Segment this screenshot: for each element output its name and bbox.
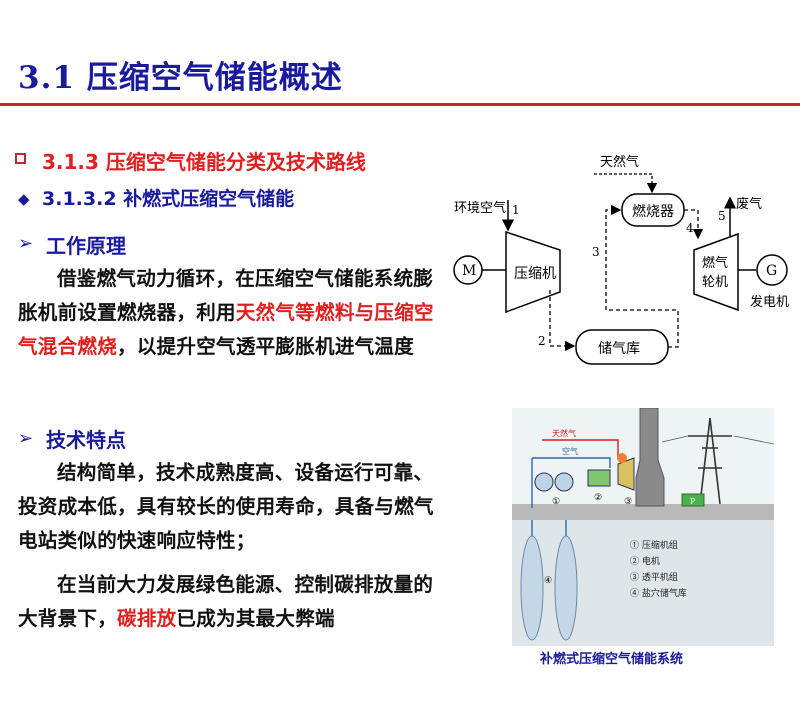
- power-pylon: [688, 417, 732, 505]
- turbine-symbol: [693, 232, 739, 312]
- storage-to-burner-line: [605, 204, 679, 348]
- features-text-part1: 在当前大力发展绿色能源、控制碳排放量的大背景下，: [18, 573, 434, 630]
- motor-label: M: [462, 263, 476, 279]
- transformer-plate: P: [690, 497, 696, 506]
- legend-item-3: ③ 透平机组: [630, 571, 678, 583]
- marker-1: ①: [552, 497, 560, 507]
- natural-gas-line: [594, 173, 658, 194]
- compressor-symbol: [505, 230, 561, 314]
- step-5-label: 5: [718, 209, 726, 223]
- salt-cavern-1: [520, 535, 544, 641]
- turbine-unit: [617, 457, 635, 491]
- legend-item-2: ② 电机: [630, 555, 660, 567]
- legend-item-1: ① 压缩机组: [630, 539, 678, 551]
- chimney-stack: [635, 408, 665, 507]
- ground-surface: [512, 504, 774, 520]
- features-text-highlight: 碳排放: [117, 607, 177, 630]
- principle-text-part1: 借鉴燃气动力循环，在压缩空气储能系统膨胀机前设置燃烧器，利用: [18, 267, 434, 324]
- compressor-unit: [534, 472, 554, 492]
- marker-2: ②: [594, 493, 602, 503]
- section-subheading: 3.1.3.2 补燃式压缩空气储能: [42, 188, 295, 210]
- features-label: 技术特点: [46, 428, 126, 452]
- generator-label: 发电机: [750, 294, 789, 310]
- principle-text-part2: ，以提升空气透平膨胀机进气温度: [117, 335, 415, 358]
- step-1-label: 1: [512, 203, 520, 217]
- burner-flame: [617, 453, 627, 463]
- ambient-air-label: 环境空气: [454, 200, 506, 216]
- burner-to-turbine-line: [684, 209, 704, 240]
- principle-text-highlight: 天然气等燃料与压缩空气混合燃烧: [18, 301, 434, 358]
- page-title: 3.1 压缩空气储能概述: [18, 60, 343, 96]
- turbine-label-1: 燃气: [702, 255, 728, 271]
- marker-3: ③: [624, 497, 632, 507]
- features-text-part2: 已成为其最大弊端: [176, 607, 335, 630]
- generator-symbol: [756, 254, 788, 286]
- marker-4: ④: [544, 576, 552, 586]
- air-line-label: 空气: [562, 446, 578, 456]
- process-schematic: 环境空气 1 M 压缩机 2 储气库 3 天然气 燃烧器 4 燃气 轮机 5 废…: [453, 154, 789, 365]
- gas-line-label: 天然气: [552, 428, 576, 438]
- transformer-unit: [681, 493, 705, 507]
- step-4-label: 4: [686, 221, 694, 235]
- step-2-label: 2: [538, 334, 546, 348]
- illustration-caption: 补燃式压缩空气储能系统: [540, 652, 684, 667]
- section-heading: 3.1.3 压缩空气储能分类及技术路线: [42, 150, 366, 174]
- compressor-unit-2: [554, 472, 574, 492]
- system-illustration: 天然气 空气 ① ② ③ P ④ ① 压缩机组 ② 电机 ③ 透平机组 ④ 盐穴…: [512, 408, 774, 646]
- air-line: [532, 457, 611, 468]
- salt-cavern-2: [554, 535, 578, 641]
- generator-symbol-label: G: [766, 263, 777, 279]
- features-paragraph-2: 在当前大力发展绿色能源、控制碳排放量的大背景下，碳排放已成为其最大弊端: [18, 568, 438, 636]
- title-divider: [0, 103, 800, 106]
- arrow-bullet-icon: ➢: [18, 233, 34, 254]
- natural-gas-label: 天然气: [600, 154, 639, 170]
- principle-text: 借鉴燃气动力循环，在压缩空气储能系统膨胀机前设置燃烧器，利用天然气等燃料与压缩空…: [18, 262, 438, 364]
- burner-label: 燃烧器: [632, 203, 674, 220]
- step-3-label: 3: [592, 245, 600, 259]
- storage-label: 储气库: [598, 341, 640, 357]
- turbine-label-2: 轮机: [702, 275, 728, 290]
- exhaust-label: 废气: [736, 196, 762, 212]
- compressor-label: 压缩机: [514, 266, 556, 282]
- gas-line: [542, 439, 619, 458]
- arrow-bullet-icon: ➢: [18, 428, 34, 449]
- compressor-to-storage-line: [549, 290, 576, 352]
- power-lines: [661, 435, 774, 445]
- motor-unit: [587, 469, 611, 487]
- principle-label: 工作原理: [46, 234, 126, 258]
- features-paragraph-1: 结构简单，技术成熟度高、设备运行可靠、投资成本低，具有较长的使用寿命，具备与燃气…: [18, 461, 434, 552]
- square-bullet-icon: [15, 153, 26, 164]
- legend-item-4: ④ 盐穴储气库: [630, 587, 687, 599]
- diamond-bullet-icon: ◆: [18, 190, 30, 208]
